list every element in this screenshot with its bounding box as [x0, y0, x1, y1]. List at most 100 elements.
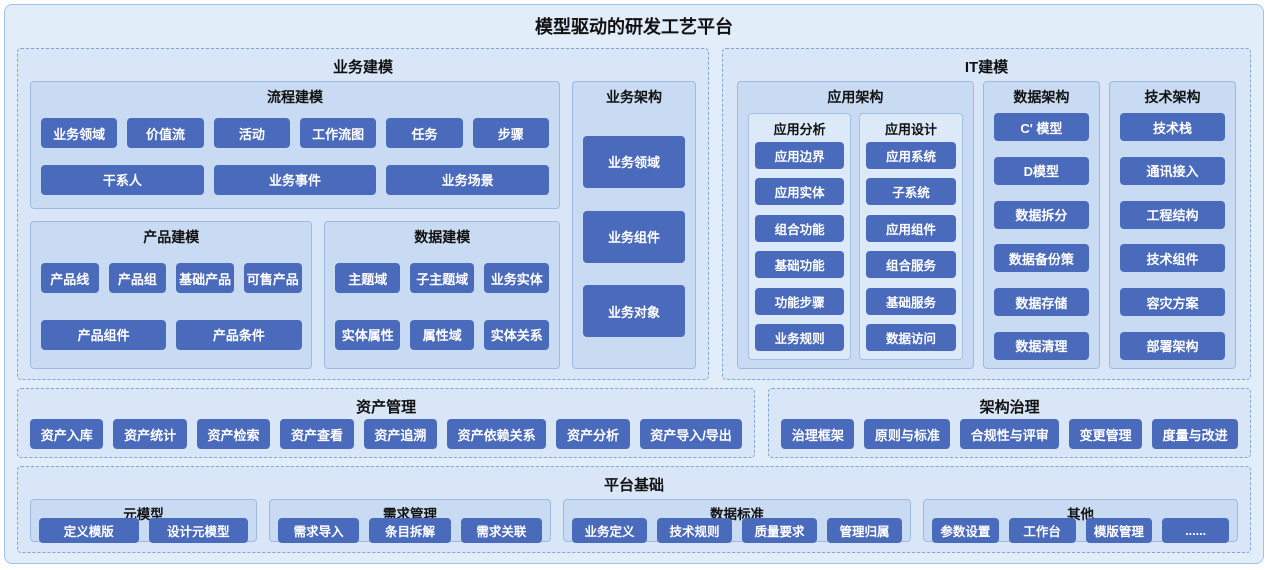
meta-model-row: 定义模版设计元模型	[39, 518, 248, 543]
node: 变更管理	[1069, 419, 1143, 449]
node: 数据拆分	[993, 200, 1090, 229]
data-architecture-stack: C' 模型 D模型数据拆分数据备份策数据存储数据清理	[993, 113, 1090, 360]
node: 模版管理	[1085, 518, 1153, 543]
node: 应用系统	[866, 142, 956, 169]
group-data-modeling: 数据建模 主题域子主题域业务实体 实体属性属性域实体关系	[324, 221, 560, 369]
group-technical-architecture-title: 技术架构	[1144, 89, 1201, 105]
node: 质量要求	[742, 518, 817, 543]
group-process-modeling-title: 流程建模	[267, 89, 323, 105]
node: 应用组件	[866, 214, 956, 242]
subgroup-application-design: 应用设计 应用系统子系统应用组件组合服务基础服务数据访问	[859, 113, 963, 360]
middle-row: 资产管理 资产入库资产统计资产检索资产查看资产追溯资产依赖关系资产分析资产导入/…	[17, 388, 1251, 458]
asset-management-row: 资产入库资产统计资产检索资产查看资产追溯资产依赖关系资产分析资产导入/导出	[30, 419, 743, 449]
node: C' 模型	[993, 113, 1090, 141]
section-asset-management: 资产管理 资产入库资产统计资产检索资产查看资产追溯资产依赖关系资产分析资产导入/…	[17, 388, 756, 458]
node: 基础功能	[755, 251, 845, 279]
group-product-modeling-title: 产品建模	[143, 229, 200, 245]
node: 部署架构	[1120, 331, 1225, 360]
node: 实体关系	[484, 319, 549, 350]
node: 定义模版	[39, 518, 139, 543]
subgroup-application-analysis-title: 应用分析	[773, 122, 826, 137]
node: 度量与改进	[1152, 419, 1239, 449]
technical-architecture-stack: 技术栈通讯接入工程结构技术组件容灾方案部署架构	[1120, 113, 1225, 360]
application-analysis-stack: 应用边界应用实体组合功能基础功能功能步骤业务规则	[755, 142, 845, 351]
section-business-modeling-title: 业务建模	[332, 59, 393, 76]
node: 业务实体	[484, 263, 549, 294]
data-standard-row: 业务定义技术规则质量要求管理归属	[572, 518, 902, 543]
node: 原则与标准	[864, 419, 951, 449]
node: 应用实体	[755, 178, 845, 206]
node: 资产依赖关系	[447, 419, 547, 449]
node: 数据存储	[993, 288, 1090, 317]
node: 干系人	[41, 164, 204, 195]
node: 任务	[386, 118, 463, 149]
node: 条目拆解	[369, 518, 451, 543]
node: 资产入库	[30, 419, 104, 449]
subgroup-application-design-title: 应用设计	[884, 122, 937, 137]
group-technical-architecture: 技术架构 技术栈通讯接入工程结构技术组件容灾方案部署架构	[1109, 81, 1236, 369]
group-data-architecture: 数据架构 C' 模型 D模型数据拆分数据备份策数据存储数据清理	[982, 81, 1101, 369]
node: 应用边界	[755, 142, 845, 169]
top-row: 业务建模 流程建模 业务领域价值流活动工作流图任务步骤 干系人业务事件业务场景 …	[17, 48, 1251, 380]
node: 数据备份策	[993, 244, 1090, 273]
group-business-architecture-title: 业务架构	[606, 89, 662, 105]
group-data-architecture-title: 数据架构	[1013, 89, 1070, 105]
platform-foundation-row: 元模型 定义模版设计元模型 需求管理 需求导入条目拆解需求关联 数据标准 业务定…	[30, 499, 1238, 543]
requirement-management-row: 需求导入条目拆解需求关联	[278, 518, 542, 543]
node: 组合功能	[755, 214, 845, 242]
product-row-2: 产品组件产品条件	[41, 310, 302, 361]
node: D模型	[993, 156, 1090, 185]
group-requirement-management: 需求管理 需求导入条目拆解需求关联	[269, 499, 551, 543]
section-business-modeling: 业务建模 流程建模 业务领域价值流活动工作流图任务步骤 干系人业务事件业务场景 …	[17, 48, 709, 380]
node: 基础服务	[866, 287, 956, 315]
node: 资产检索	[196, 419, 271, 449]
section-architecture-governance: 架构治理 治理框架原则与标准合规性与评审变更管理度量与改进	[768, 388, 1251, 458]
node: 业务规则	[755, 323, 845, 351]
group-process-modeling: 流程建模 业务领域价值流活动工作流图任务步骤 干系人业务事件业务场景	[30, 81, 560, 209]
node: 业务事件	[213, 164, 377, 195]
data-modeling-row-1: 主题域子主题域业务实体	[335, 253, 549, 304]
node: 产品组件	[41, 319, 167, 350]
node: 产品条件	[176, 319, 302, 350]
node: 资产导入/导出	[639, 419, 743, 449]
section-architecture-governance-title: 架构治理	[979, 399, 1040, 416]
node: 子主题域	[409, 263, 475, 294]
node: 资产查看	[280, 419, 354, 449]
group-application-architecture-title: 应用架构	[827, 89, 884, 105]
node: 业务领域	[583, 135, 685, 188]
node: ......	[1162, 518, 1229, 543]
business-architecture-stack: 业务领域业务组件业务对象	[583, 113, 685, 360]
group-business-architecture: 业务架构 业务领域业务组件业务对象	[572, 81, 696, 369]
node: 技术组件	[1120, 244, 1225, 273]
node: 步骤	[472, 118, 549, 149]
node: 实体属性	[335, 319, 400, 350]
node: 治理框架	[781, 419, 855, 449]
application-architecture-columns: 应用分析 应用边界应用实体组合功能基础功能功能步骤业务规则 应用设计 应用系统子…	[748, 113, 963, 360]
node: 业务场景	[386, 164, 550, 195]
architecture-governance-row: 治理框架原则与标准合规性与评审变更管理度量与改进	[781, 419, 1239, 449]
node: 需求导入	[278, 518, 360, 543]
node: 数据清理	[993, 331, 1090, 360]
node: 设计元模型	[148, 518, 248, 543]
application-design-stack: 应用系统子系统应用组件组合服务基础服务数据访问	[866, 142, 956, 351]
node: 数据访问	[866, 323, 956, 351]
node: 价值流	[127, 118, 204, 149]
node: 管理归属	[827, 518, 902, 543]
node: 功能步骤	[755, 287, 845, 315]
group-data-standard: 数据标准 业务定义技术规则质量要求管理归属	[563, 499, 911, 543]
it-modeling-content: 应用架构 应用分析 应用边界应用实体组合功能基础功能功能步骤业务规则 应用设计 …	[735, 81, 1238, 369]
node: 通讯接入	[1120, 156, 1225, 185]
subgroup-application-analysis: 应用分析 应用边界应用实体组合功能基础功能功能步骤业务规则	[748, 113, 852, 360]
node: 资产分析	[556, 419, 630, 449]
group-product-modeling: 产品建模 产品线产品组基础产品可售产品 产品组件产品条件	[30, 221, 313, 369]
section-platform-foundation: 平台基础 元模型 定义模版设计元模型 需求管理 需求导入条目拆解需求关联 数据标…	[17, 466, 1251, 553]
node: 业务对象	[583, 285, 685, 338]
node: 产品线	[41, 263, 99, 294]
node: 容灾方案	[1120, 288, 1225, 317]
process-row-2: 干系人业务事件业务场景	[41, 160, 550, 201]
node: 业务定义	[572, 518, 647, 543]
node: 参数设置	[932, 518, 999, 543]
node: 工作流图	[299, 118, 377, 149]
node: 基础产品	[176, 263, 234, 294]
group-meta-model: 元模型 定义模版设计元模型	[30, 499, 257, 543]
